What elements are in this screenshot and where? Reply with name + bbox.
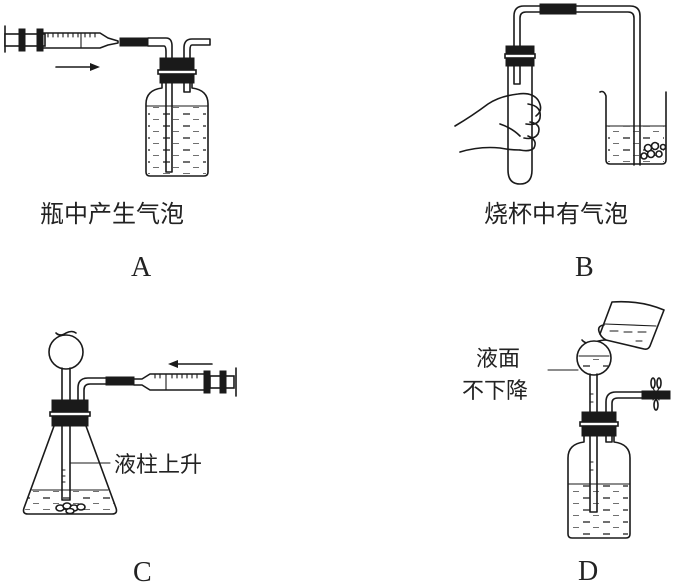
liquid-a [148,106,206,174]
syringe-c [133,367,237,397]
caption-a: 瓶中产生气泡 [40,200,184,228]
panel-b: 烧杯中有气泡 B [454,3,667,283]
letter-d: D [578,556,598,584]
panel-c: 液柱上升 C [22,330,237,584]
delivery-tube-b [513,5,641,166]
caption-b: 烧杯中有气泡 [484,200,628,228]
label-d-line1: 液面 [476,347,520,372]
stopper-d [581,411,617,423]
letter-c: C [133,557,152,584]
panel-d: 液面 不下降 D [462,300,671,584]
arrow-left-icon [168,360,213,368]
panel-a: 瓶中产生气泡 A [4,25,211,283]
syringe-a [4,25,149,53]
letter-b: B [575,252,594,283]
pouring-beaker-d [597,300,665,350]
label-c: 液柱上升 [114,453,202,478]
letter-a: A [131,252,152,283]
test-tube-b [507,65,533,185]
funnel-bulb-c [48,334,84,370]
clamp-icon [650,377,662,411]
syringe-a-ticks [47,32,96,38]
bottle-a [145,82,209,177]
bubbles-icon [640,141,667,160]
arrow-right-icon [55,63,100,71]
label-d-line2: 不下降 [462,379,528,404]
solid-granules-icon [55,502,86,515]
stopper-b [505,45,535,55]
stopper-a [159,57,195,71]
bottle-d [567,435,631,539]
beaker-b [599,90,667,165]
liquid-c [25,490,115,510]
hand-icon [454,92,542,153]
stopper-c [51,399,89,413]
liquid-d [570,484,628,536]
